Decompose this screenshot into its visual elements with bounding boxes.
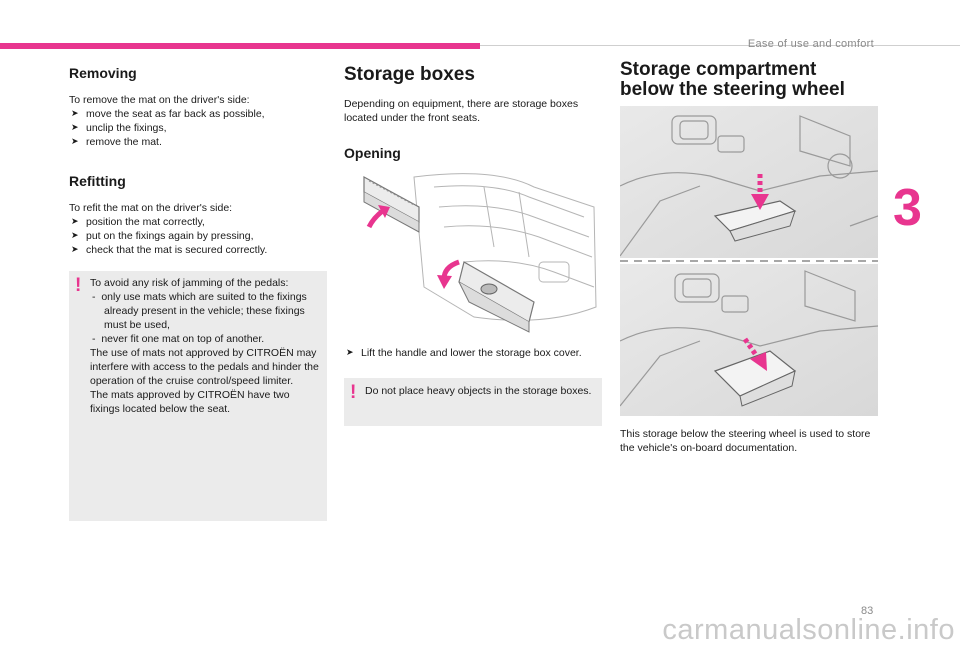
list-item: ➤unclip the fixings, <box>71 122 167 134</box>
storage-box-upper <box>363 175 420 233</box>
refitting-heading: Refitting <box>69 173 126 189</box>
opening-heading: Opening <box>344 145 401 161</box>
column-steering-compartment: Storage compartment below the steering w… <box>619 59 879 455</box>
mat-warning-box: ! To avoid any risk of jamming of the pe… <box>69 271 327 521</box>
warning-exclamation-icon: ! <box>350 382 357 403</box>
storage-boxes-heading: Storage boxes <box>344 64 475 85</box>
opening-steps: ➤Lift the handle and lower the storage b… <box>344 346 602 360</box>
storage-warning-text: Do not place heavy objects in the storag… <box>365 385 592 397</box>
removing-heading: Removing <box>69 65 137 81</box>
compartment-upper <box>713 200 797 242</box>
warning-body-1: The use of mats not approved by CITROËN … <box>90 347 319 387</box>
refitting-steps: ➤position the mat correctly, ➤put on the… <box>69 215 327 257</box>
refitting-intro: To refit the mat on the driver's side: <box>69 202 233 214</box>
bullet-arrow-icon: ➤ <box>346 348 354 358</box>
list-item: ➤position the mat correctly, <box>71 216 205 228</box>
steering-compartment-heading: Storage compartment below the steering w… <box>620 59 845 100</box>
bullet-arrow-icon: ➤ <box>71 217 79 227</box>
arrow-icon <box>366 205 390 229</box>
list-item: ➤check that the mat is secured correctly… <box>71 244 268 256</box>
warning-body-2: The mats approved by CITROËN have two fi… <box>90 389 290 415</box>
warning-dash-item: - only use mats which are suited to the … <box>92 291 307 331</box>
chapter-number: 3 <box>893 179 922 237</box>
watermark: carmanualsonline.info <box>662 614 955 646</box>
page-number: 83 <box>861 605 874 617</box>
list-item: ➤put on the fixings again by pressing, <box>71 230 254 242</box>
column-mats: Removing To remove the mat on the driver… <box>69 65 327 521</box>
list-item: ➤remove the mat. <box>71 136 162 148</box>
header-rule <box>480 45 960 46</box>
arrow-icon <box>437 259 460 289</box>
section-title: Ease of use and comfort <box>747 38 874 50</box>
list-item: ➤move the seat as far back as possible, <box>71 108 265 120</box>
bullet-arrow-icon: ➤ <box>71 245 79 255</box>
arrow-icon <box>751 174 769 210</box>
compartment-lower <box>713 350 797 407</box>
bullet-arrow-icon: ➤ <box>71 137 79 147</box>
bullet-arrow-icon: ➤ <box>71 123 79 133</box>
list-item: ➤Lift the handle and lower the storage b… <box>346 347 582 359</box>
storage-box-lower <box>458 261 535 333</box>
steering-compartment-text: This storage below the steering wheel is… <box>620 428 871 454</box>
warning-exclamation-icon: ! <box>75 275 82 296</box>
steering-compartment-illustration <box>619 106 879 416</box>
removing-steps: ➤move the seat as far back as possible, … <box>69 107 327 149</box>
arrow-icon <box>742 337 767 371</box>
header-accent-bar <box>0 43 480 49</box>
column-storage-boxes: Storage boxes Depending on equipment, th… <box>344 65 602 426</box>
removing-intro: To remove the mat on the driver's side: <box>69 94 250 106</box>
storage-boxes-intro: Depending on equipment, there are storag… <box>344 98 579 124</box>
warning-dash-item: - never fit one mat on top of another. <box>92 333 265 345</box>
warning-lead: To avoid any risk of jamming of the peda… <box>90 277 289 289</box>
bullet-arrow-icon: ➤ <box>71 231 79 241</box>
storage-warning-box: ! Do not place heavy objects in the stor… <box>344 378 602 426</box>
storage-box-illustration <box>363 173 597 333</box>
bullet-arrow-icon: ➤ <box>71 109 79 119</box>
